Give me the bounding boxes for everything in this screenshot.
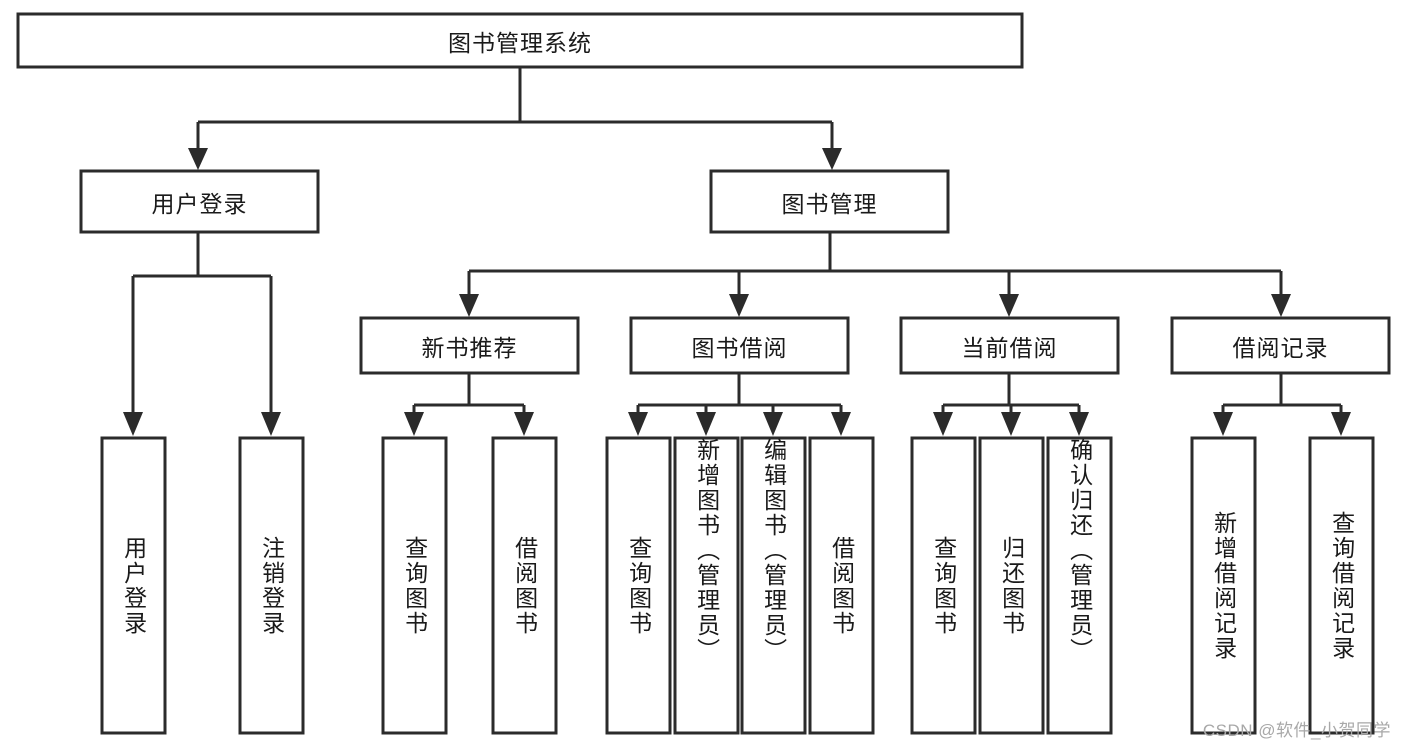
node-leaf-borrow-book-2[interactable] (808, 436, 875, 735)
connector-current-borrow-to-leaves (933, 373, 1089, 436)
connector-new-book-recommend-to-leaves (404, 373, 534, 436)
node-leaf-edit-book[interactable] (740, 436, 807, 735)
node-current-borrow[interactable] (899, 316, 1120, 375)
node-leaf-borrow-book-1[interactable] (491, 436, 558, 735)
node-new-book-recommend[interactable] (359, 316, 580, 375)
connector-root-to-level2 (188, 67, 842, 170)
connector-user-login-to-leaves (123, 232, 281, 436)
node-leaf-user-login[interactable] (100, 436, 167, 735)
csdn-watermark: CSDN @软件_小贺同学 (1202, 721, 1391, 740)
node-leaf-user-logout[interactable] (238, 436, 305, 735)
node-leaf-query-book-2[interactable] (605, 436, 672, 735)
node-root-title[interactable] (16, 12, 1024, 69)
node-leaf-return-book[interactable] (978, 436, 1045, 735)
node-leaf-add-record[interactable] (1190, 436, 1257, 735)
connector-book-manage-to-level3 (459, 232, 1291, 317)
node-borrow-record[interactable] (1170, 316, 1391, 375)
connector-borrow-record-to-leaves (1213, 373, 1351, 436)
node-leaf-add-book[interactable] (673, 436, 740, 735)
node-user-login[interactable] (79, 169, 320, 234)
node-book-manage[interactable] (709, 169, 950, 234)
node-leaf-confirm-return[interactable] (1046, 436, 1113, 735)
node-leaf-query-book-1[interactable] (381, 436, 448, 735)
connector-book-borrow-to-leaves (628, 373, 851, 436)
node-leaf-query-book-3[interactable] (910, 436, 977, 735)
node-book-borrow[interactable] (629, 316, 850, 375)
node-leaf-query-record[interactable] (1308, 436, 1375, 735)
